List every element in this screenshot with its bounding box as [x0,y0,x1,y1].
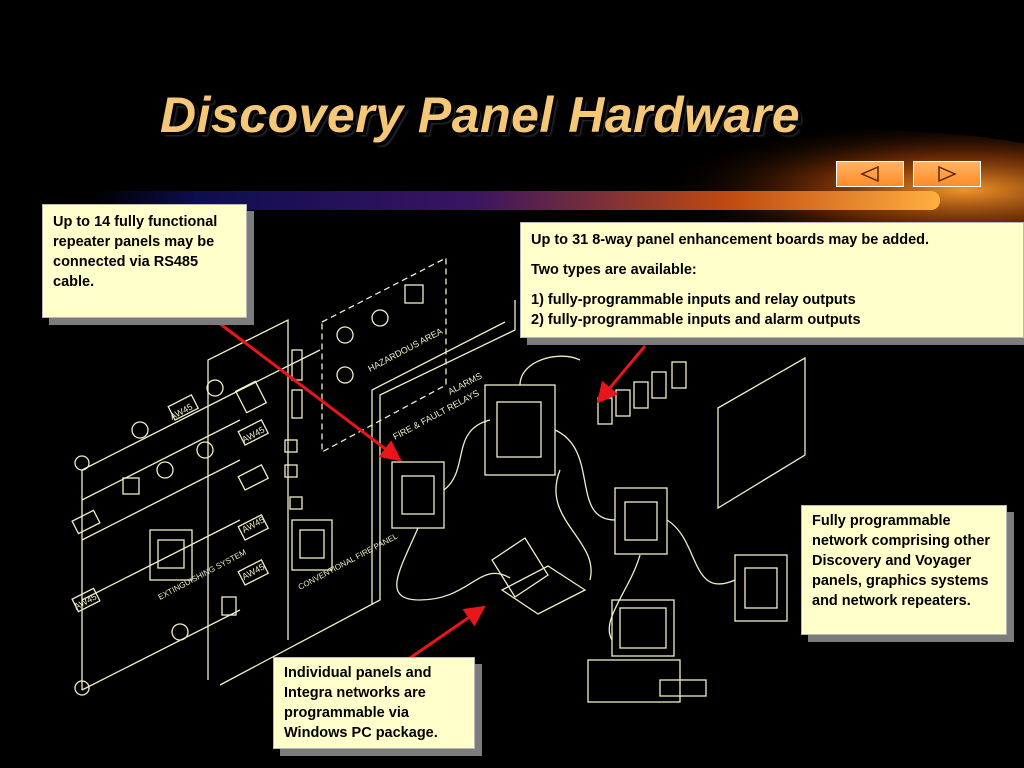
triangle-left-icon [860,165,879,183]
detector [371,309,389,327]
callout-pc-text: Individual panels and Integra networks a… [284,665,438,741]
decorative-bar [95,191,940,210]
device-loop-5 [81,609,241,691]
detector [74,455,90,471]
callout-network: Fully programmable network comprising ot… [801,505,1007,635]
repeater-panel-2 [614,487,668,555]
callout-repeaters-text: Up to 14 fully functional repeater panel… [53,214,218,290]
label-module: AW45 [240,425,266,445]
extinguishing-system-panel [149,529,193,581]
network-cable [554,429,616,521]
laptop [491,537,549,598]
pc-base [587,659,681,703]
detector [156,461,174,479]
detector [131,421,149,439]
device-loop-4 [81,519,241,601]
detector [336,366,354,384]
callout-pc-programming: Individual panels and Integra networks a… [273,657,475,749]
label-conventional: CONVENTIONAL FIRE PANEL [297,531,400,591]
pc-keyboard [659,679,707,697]
arrow-repeaters [214,318,402,462]
module-box [234,380,268,414]
line-art [71,256,806,703]
module-box [122,477,140,495]
previous-slide-button[interactable] [836,161,904,187]
module-box [284,464,298,478]
module-box [291,389,303,419]
callout-network-text: Fully programmable network comprising ot… [812,513,991,609]
module-box [237,463,270,491]
network-cable [396,527,511,601]
device-loop-1 [81,349,321,471]
module-box [71,587,101,613]
main-panel [484,384,556,476]
device-loop-3 [81,459,241,541]
enhancement-board [597,397,613,425]
module-box [237,513,270,541]
module-box [284,439,298,453]
triangle-right-icon [938,165,957,183]
module-box [404,284,424,304]
label-fire-fault-relays: FIRE & FAULT RELAYS [391,388,480,442]
bus-frame-inner [219,300,516,686]
callout-repeaters: Up to 14 fully functional repeater panel… [42,204,247,318]
next-slide-button[interactable] [913,161,981,187]
module-box [237,418,270,446]
callout-enhancement-line4: 2) fully-programmable inputs and alarm o… [531,312,861,328]
network-cable [555,469,592,581]
decorative-glow [600,130,1024,250]
enhancement-board [671,361,687,389]
pc-monitor [611,599,675,657]
label-hazardous-area: HAZARDOUS AREA [366,326,444,374]
enhancement-board [651,371,667,399]
slide-title: Discovery Panel Hardware [160,87,801,143]
device-loop-2 [81,419,241,501]
mimic-panel [717,356,806,510]
detector [74,680,90,696]
bus-frame-rear [371,321,506,605]
module-box [221,596,237,616]
detector [336,326,354,344]
callout-enhancement-line3: 1) fully-programmable inputs and relay o… [531,292,856,308]
enhancement-board [615,389,631,417]
arrow-enhancement [596,345,647,404]
conventional-panel [291,519,333,571]
enhancement-board [633,381,649,409]
callout-enhancement-line2: Two types are available: [531,262,697,278]
bus-frame-outer [207,318,289,680]
module-box [167,393,200,421]
detector [206,379,224,397]
hazardous-area-boundary [321,256,447,454]
repeater-panel-1 [391,461,445,529]
module-box [291,349,303,381]
module-box [289,496,303,510]
network-cable [519,355,581,386]
detector [171,623,189,641]
network-cable [443,419,491,491]
network-cable [608,554,641,641]
callout-enhancement-line1: Up to 31 8-way panel enhancement boards … [531,232,930,248]
module-box [71,509,101,535]
repeater-panel-3 [734,554,788,622]
module-box [237,558,270,586]
arrow-pc [409,605,486,660]
callout-enhancement-boards: Up to 31 8-way panel enhancement boards … [520,222,1024,338]
detector [196,441,214,459]
network-cable [666,519,736,585]
